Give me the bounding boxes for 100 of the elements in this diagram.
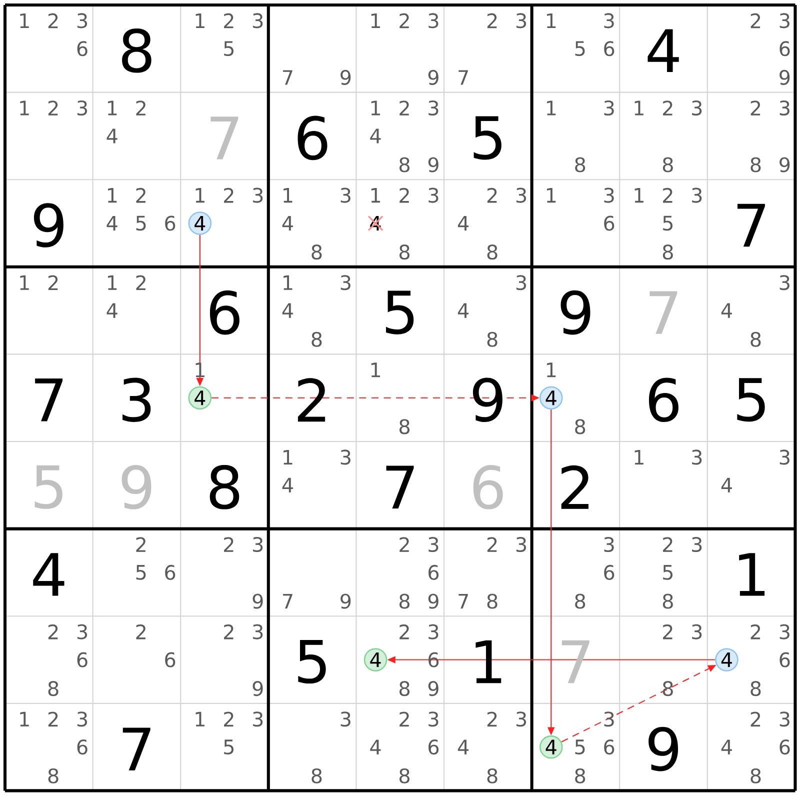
candidate-digit: 5 xyxy=(575,740,585,754)
candidate-digit: 8 xyxy=(400,768,410,784)
candidate-digit: 6 xyxy=(604,564,614,580)
candidate-digit: 9 xyxy=(780,70,790,85)
candidate-digit: 2 xyxy=(136,624,146,640)
candidate-digit: 3 xyxy=(516,536,526,552)
candidate-digit: 1 xyxy=(108,188,117,203)
candidate-digit: 1 xyxy=(20,712,29,726)
candidate-digit: 8 xyxy=(312,332,322,347)
candidate-digit: 3 xyxy=(253,712,263,727)
candidate-digit: 3 xyxy=(77,712,87,727)
candidate-digit: 3 xyxy=(692,100,702,116)
candidate-digit: 8 xyxy=(48,768,58,784)
given-digit: 6 xyxy=(648,378,678,422)
candidate-digit: 8 xyxy=(662,157,673,172)
candidate-digit: 2 xyxy=(400,624,409,640)
candidate-digit: 3 xyxy=(253,536,263,552)
candidate-digit: 1 xyxy=(108,100,117,116)
candidate-digit: 4 xyxy=(282,303,293,318)
candidate-digit: 6 xyxy=(780,740,790,755)
candidate-digit: 4 xyxy=(721,740,732,754)
candidate-digit: 8 xyxy=(48,681,58,696)
candidate-digit: 2 xyxy=(750,712,760,726)
candidate-digit: 3 xyxy=(604,536,614,552)
candidate-digit: 9 xyxy=(428,594,438,609)
candidate-digit: 6 xyxy=(77,652,88,668)
candidate-digit: 8 xyxy=(662,681,673,696)
candidate-digit: 1 xyxy=(284,275,292,290)
candidate-digit: 9 xyxy=(428,70,438,85)
candidate-digit: 6 xyxy=(780,41,790,56)
candidate-digit: 3 xyxy=(692,450,702,465)
candidate-digit: 6 xyxy=(780,652,790,668)
candidate-digit: 1 xyxy=(546,188,556,203)
candidate-digit: 1 xyxy=(20,100,29,116)
candidate-digit: 3 xyxy=(253,624,263,640)
candidate-digit: 1 xyxy=(546,13,556,28)
candidate-digit: 3 xyxy=(780,100,790,116)
candidate-digit: 2 xyxy=(750,624,760,640)
candidate-digit: 3 xyxy=(340,188,350,203)
candidate-digit: 8 xyxy=(750,157,761,172)
candidate-digit: 2 xyxy=(663,624,672,640)
given-digit: 7 xyxy=(386,466,414,508)
candidate-digit: 8 xyxy=(312,768,322,784)
candidate-digit: 2 xyxy=(136,100,146,116)
candidate-digit: 3 xyxy=(692,188,702,203)
candidate-digit: 1 xyxy=(284,188,292,203)
candidate-digit: 8 xyxy=(400,244,410,260)
candidate-digit: 6 xyxy=(77,740,88,755)
candidate-digit: 7 xyxy=(283,70,292,85)
candidate-digit: 3 xyxy=(692,536,702,552)
candidate-digit: 2 xyxy=(663,100,672,116)
candidate-digit: 4 xyxy=(106,216,118,231)
placed-digit: 5 xyxy=(34,465,62,509)
candidate-digit: 5 xyxy=(136,216,146,231)
candidate-digit: 8 xyxy=(400,419,410,434)
candidate-digit: 5 xyxy=(663,565,672,580)
given-digit: 5 xyxy=(386,290,414,334)
candidate-digit: 6 xyxy=(77,41,88,56)
candidate-digit: 8 xyxy=(400,157,410,172)
candidate-digit: 3 xyxy=(428,712,438,727)
candidate-digit: 8 xyxy=(750,768,761,784)
candidate-digit: 6 xyxy=(428,564,439,580)
candidate-digit: 4 xyxy=(370,128,381,144)
given-digit: 6 xyxy=(210,290,240,335)
candidate-digit: 5 xyxy=(224,41,234,56)
candidate-digit: 8 xyxy=(400,681,410,696)
candidate-digit: 4 xyxy=(458,216,469,231)
candidate-digit: 3 xyxy=(780,624,790,640)
candidate-digit: 8 xyxy=(662,244,673,260)
candidate-digit: 4 xyxy=(370,740,381,754)
candidate-digit: 3 xyxy=(77,100,87,116)
candidate-digit: 3 xyxy=(428,100,438,116)
placed-digit: 6 xyxy=(473,465,503,510)
candidate-digit: 1 xyxy=(634,450,644,464)
candidate-digit: 2 xyxy=(663,537,672,552)
given-digit: 9 xyxy=(472,378,502,422)
candidate-digit: 9 xyxy=(428,681,438,696)
candidate-digit: 3 xyxy=(428,13,438,28)
candidate-digit: 8 xyxy=(662,594,673,609)
given-digit: 2 xyxy=(298,378,326,422)
given-digit: 4 xyxy=(33,553,64,596)
candidate-digit: 3 xyxy=(77,13,87,28)
candidate-digit: 5 xyxy=(575,41,585,56)
candidate-digit: 4 xyxy=(282,216,293,231)
candidate-digit: 8 xyxy=(575,419,586,434)
candidate-digit: 2 xyxy=(663,188,672,203)
candidate-digit: 3 xyxy=(253,13,263,28)
candidate-digit: 3 xyxy=(604,13,614,28)
candidate-digit: 3 xyxy=(780,13,790,28)
candidate-digit: 2 xyxy=(136,275,146,290)
placed-digit: 9 xyxy=(122,465,152,510)
given-digit: 1 xyxy=(739,553,765,596)
candidate-digit: 2 xyxy=(400,188,409,203)
candidate-digit: 1 xyxy=(371,100,380,116)
candidate-digit: 7 xyxy=(458,594,468,609)
candidate-digit: 6 xyxy=(604,41,614,56)
candidate-digit: 8 xyxy=(487,768,498,784)
candidate-digit: 6 xyxy=(165,564,176,580)
given-digit: 7 xyxy=(738,204,765,247)
candidate-digit: 1 xyxy=(371,362,380,378)
